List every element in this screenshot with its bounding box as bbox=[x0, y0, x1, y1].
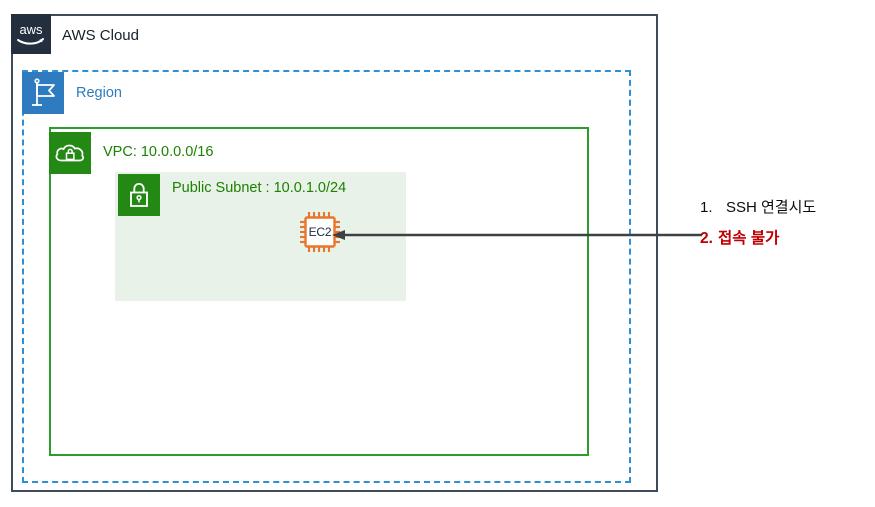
region-container bbox=[22, 70, 631, 483]
annotation-item-2: 2. 접속 불가 bbox=[700, 226, 872, 248]
vpc-container bbox=[49, 127, 589, 456]
annotation-1-number: 1. bbox=[700, 199, 713, 216]
svg-text:aws: aws bbox=[19, 22, 43, 37]
ssh-attempt-arrow bbox=[332, 230, 702, 240]
annotation-1-text: SSH 연결시도 bbox=[726, 199, 817, 216]
public-subnet-container bbox=[115, 172, 406, 301]
annotation-2-text: 접속 불가 bbox=[718, 230, 780, 247]
aws-logo-icon: aws bbox=[11, 14, 51, 54]
region-flag-icon bbox=[22, 72, 64, 114]
annotation-list: 1. SSH 연결시도 2. 접속 불가 bbox=[700, 196, 872, 248]
public-subnet-label: Public Subnet : 10.0.1.0/24 bbox=[172, 180, 347, 196]
ec2-chip-icon bbox=[300, 212, 340, 252]
aws-cloud-label: AWS Cloud bbox=[62, 27, 139, 44]
vpc-cloud-lock-icon bbox=[49, 132, 91, 174]
annotation-2-number: 2. bbox=[700, 230, 713, 247]
annotation-item-1: 1. SSH 연결시도 bbox=[700, 196, 872, 217]
vpc-label: VPC: 10.0.0.0/16 bbox=[103, 144, 214, 160]
region-label: Region bbox=[76, 85, 122, 101]
subnet-lock-icon bbox=[118, 174, 160, 216]
